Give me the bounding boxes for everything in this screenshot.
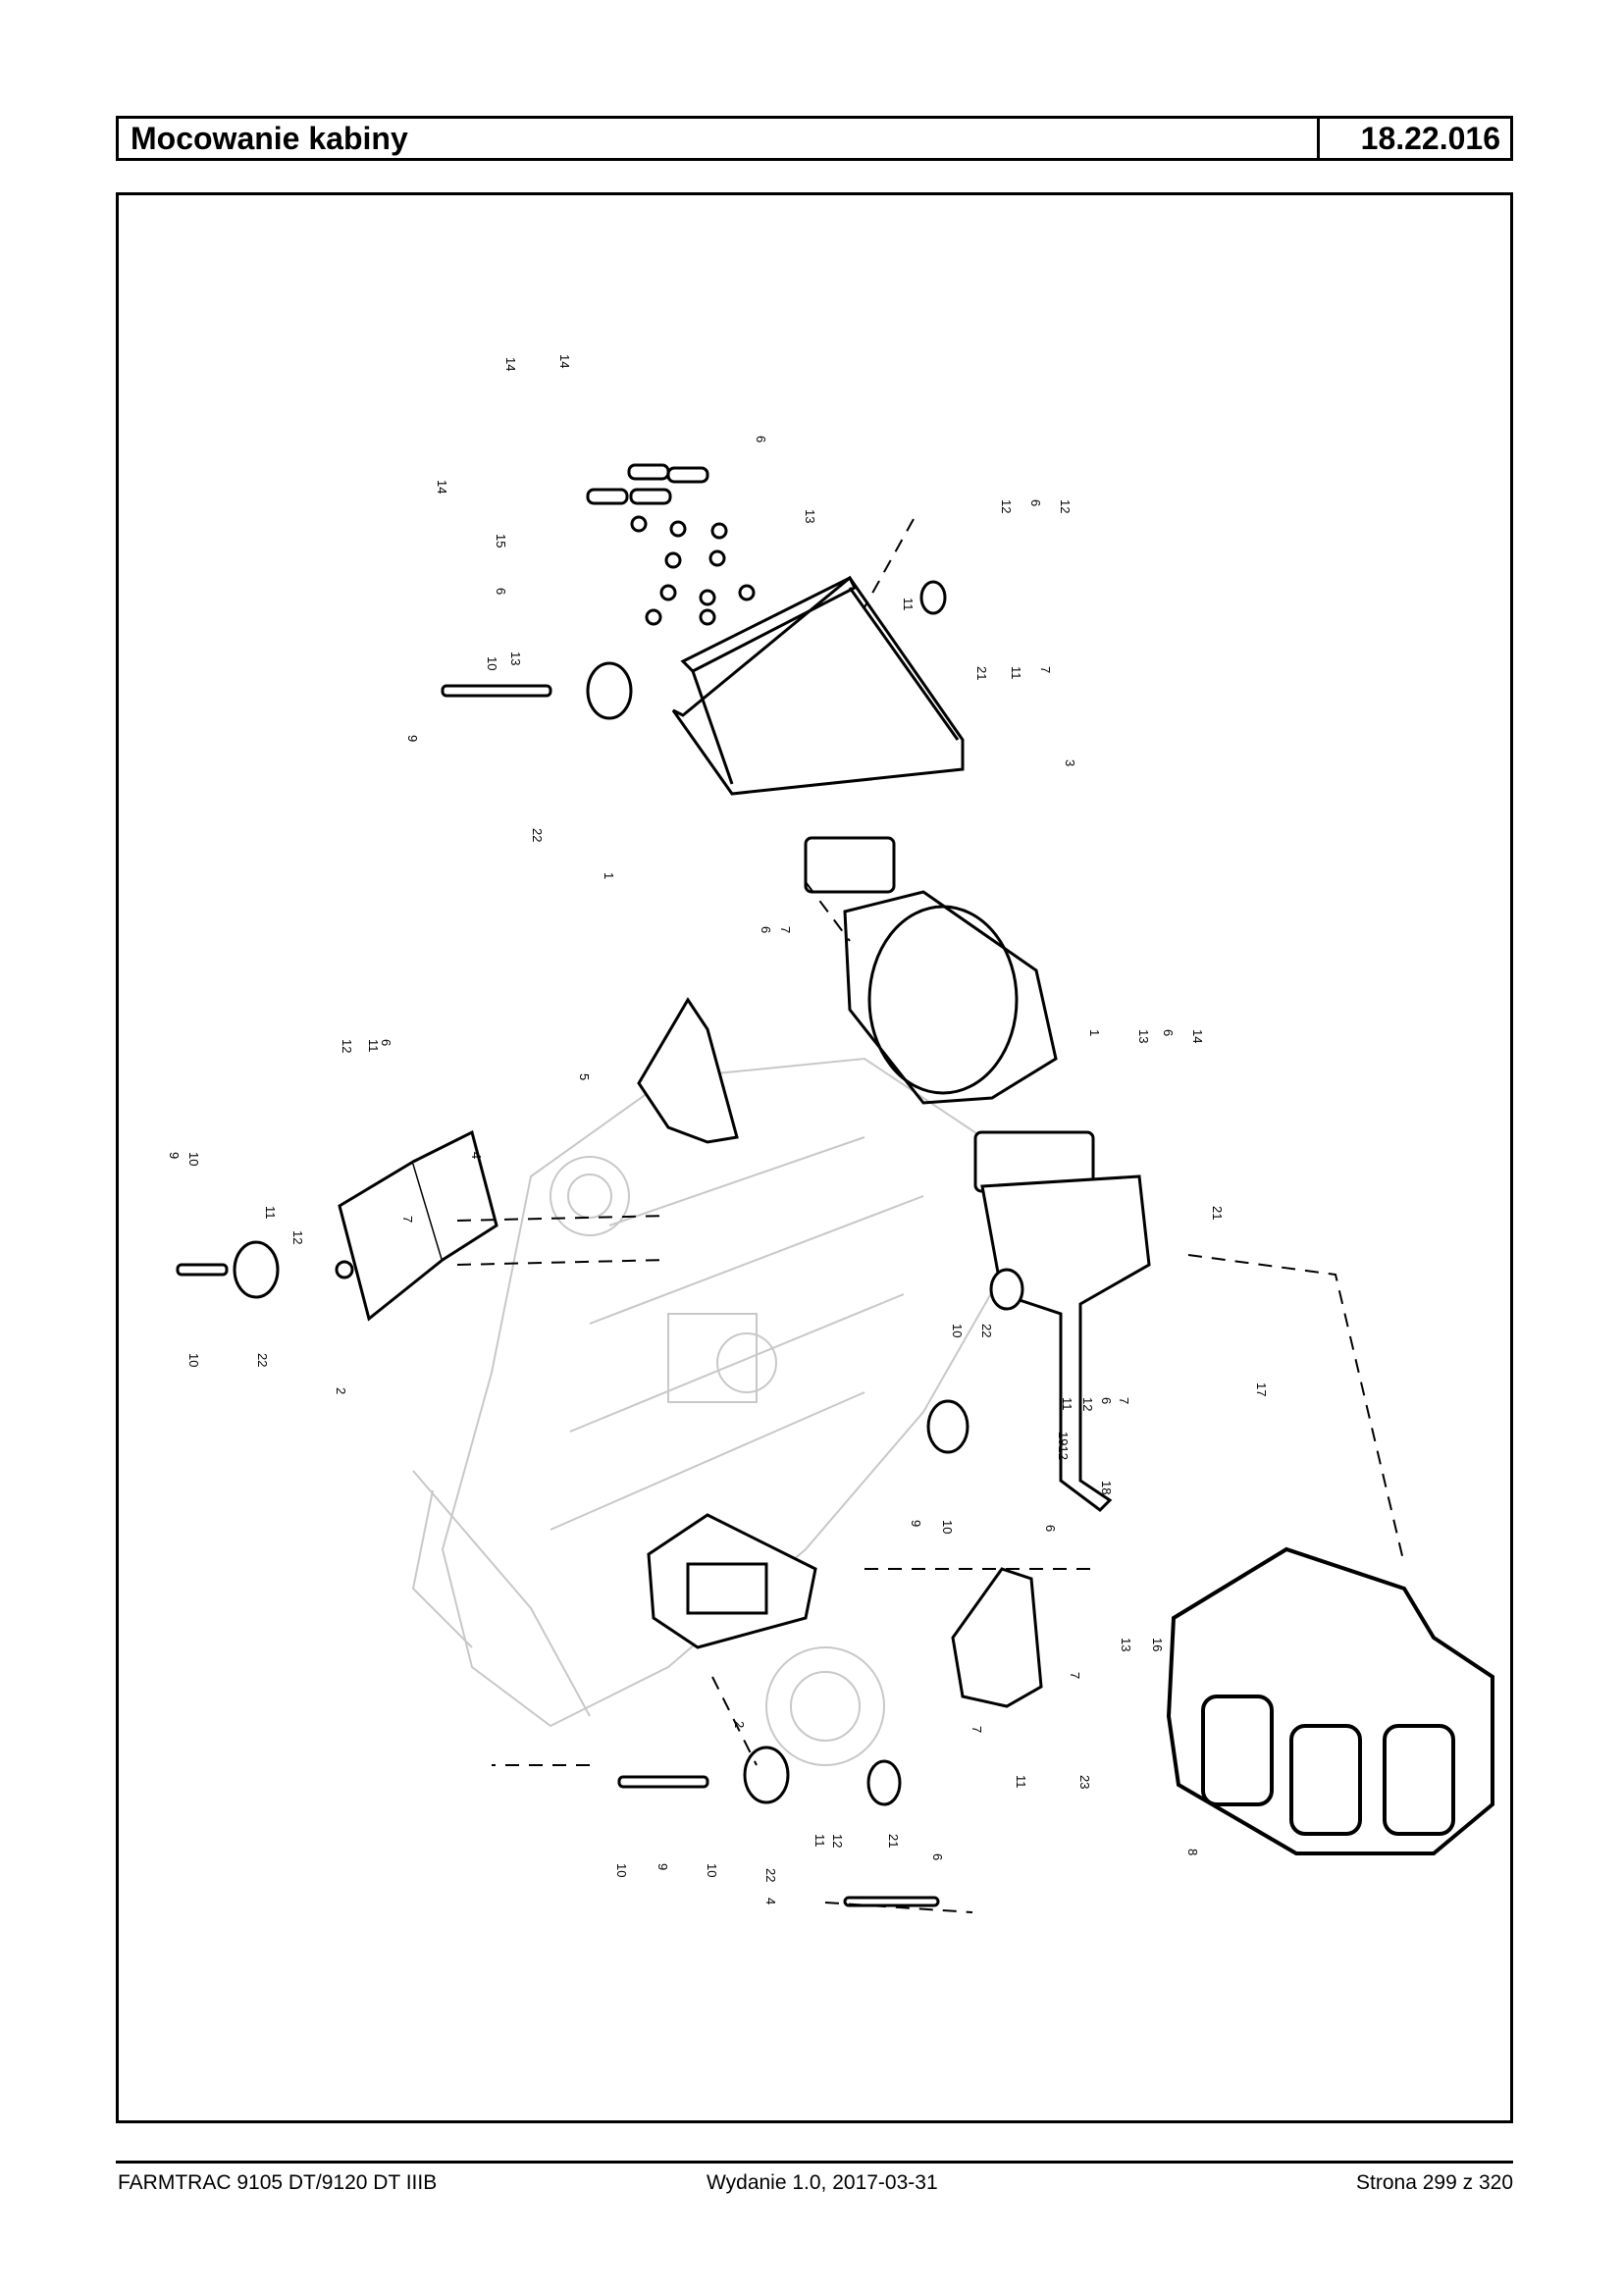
callout-label: 21 (886, 1834, 901, 1848)
callout-label: 7 (1038, 666, 1053, 673)
mount-22-top (441, 580, 947, 720)
section-code: 18.22.016 (1360, 121, 1500, 156)
callout-label: 6 (1028, 499, 1043, 506)
callout-label: 11 (263, 1206, 278, 1220)
callout-label: 14 (1190, 1029, 1205, 1043)
callout-label: 6 (379, 1039, 393, 1046)
callout-label: 6 (1161, 1029, 1176, 1036)
part-3-bracket (671, 575, 965, 796)
callout-label: 23 (1077, 1775, 1092, 1789)
callout-label: 13 (803, 509, 817, 523)
part-5-bracket (637, 997, 739, 1144)
callout-label: 9 (655, 1863, 670, 1870)
callout-label: 10 (186, 1152, 201, 1166)
callout-label: 5 (577, 1073, 592, 1080)
footer-model: FARMTRAC 9105 DT/9120 DT IIIB (118, 2171, 438, 2194)
callout-label: 6 (759, 926, 773, 933)
callout-label: 11 (1009, 666, 1023, 680)
footer-edition: Wydanie 1.0, 2017-03-31 (707, 2171, 938, 2194)
callout-label: 22 (255, 1353, 270, 1367)
callout-label: 11 (901, 598, 916, 611)
part-2-box-lower (647, 1513, 817, 1649)
callout-label: 9 (909, 1520, 923, 1527)
callout-label: 4 (469, 1152, 484, 1159)
callout-label: 12 (1080, 1397, 1095, 1411)
callout-label: 22 (763, 1868, 778, 1882)
callout-label: 1 (1087, 1029, 1102, 1036)
callout-label: 9 (167, 1152, 182, 1159)
callout-label: 10 (950, 1324, 965, 1337)
callout-label: 10 (186, 1353, 201, 1367)
callout-label: 11 (366, 1039, 381, 1053)
callout-label: 1912 (1056, 1432, 1071, 1460)
callout-label: 11 (812, 1834, 827, 1848)
callout-label: 7 (400, 1216, 415, 1223)
part-1-plates (804, 836, 1095, 1193)
callout-label: 11 (1060, 1397, 1074, 1411)
callout-label: 10 (940, 1520, 955, 1534)
callout-label: 14 (435, 480, 449, 494)
callout-label: 12 (999, 499, 1014, 513)
callout-label: 6 (494, 588, 508, 595)
footer-page-number: Strona 299 z 320 (1356, 2171, 1513, 2194)
callout-label: 7 (1068, 1672, 1082, 1679)
page-title: Mocowanie kabiny (119, 119, 1320, 158)
callout-label: 13 (508, 652, 523, 665)
callout-labels: 14 14 14 6 13 15 6 13 10 9 22 3 12 6 12 … (167, 354, 1269, 1904)
callout-label: 14 (503, 357, 518, 371)
part-23-bracket (951, 1567, 1043, 1708)
footer-divider (116, 2161, 1513, 2164)
background-transmission (411, 1057, 1004, 1766)
callout-label: 15 (494, 534, 508, 548)
callout-label: 21 (1210, 1206, 1225, 1220)
callout-label: 8 (1185, 1849, 1200, 1855)
callout-label: 14 (557, 354, 572, 368)
callout-label: 13 (1136, 1029, 1151, 1043)
callout-label: 10 (485, 656, 499, 670)
callout-label: 6 (930, 1853, 945, 1860)
part-8-cab (1166, 1546, 1494, 1855)
callout-label: 11 (1014, 1775, 1028, 1789)
bolt-group-14 (586, 463, 756, 626)
callout-label: 21 (974, 666, 989, 680)
callout-label: 2 (334, 1387, 348, 1394)
callout-label: 10 (614, 1863, 629, 1877)
callout-label: 7 (1117, 1397, 1131, 1404)
exploded-parts-diagram: 14 14 14 6 13 15 6 13 10 9 22 3 12 6 12 … (167, 354, 1494, 1913)
mount-22-lower (617, 1746, 940, 1907)
callout-label: 17 (1254, 1382, 1269, 1396)
callout-label: 9 (405, 735, 420, 742)
callout-label: 6 (1099, 1397, 1114, 1404)
callout-label: 6 (754, 436, 768, 443)
callout-label: 18 (1099, 1481, 1114, 1494)
callout-label: 12 (830, 1834, 845, 1848)
exploded-diagram-frame: 14 14 14 6 13 15 6 13 10 9 22 3 12 6 12 … (116, 192, 1513, 2123)
bell-housing (843, 890, 1058, 1105)
callout-label: 22 (530, 828, 545, 842)
callout-label: 7 (969, 1726, 984, 1733)
part-2-box-left (176, 1129, 498, 1322)
callout-label: 12 (340, 1039, 354, 1053)
callout-label: 12 (1058, 499, 1073, 513)
page-header: Mocowanie kabiny 18.22.016 (116, 116, 1513, 161)
callout-label: 12 (290, 1230, 305, 1244)
assembly-dash-lines (456, 518, 1405, 1913)
callout-label: 13 (1119, 1638, 1133, 1651)
callout-label: 7 (778, 926, 793, 933)
callout-label: 6 (1043, 1525, 1058, 1532)
callout-label: 4 (763, 1898, 778, 1904)
callout-label: 16 (1150, 1638, 1165, 1651)
callout-label: 3 (1063, 759, 1077, 766)
callout-label: 1 (602, 872, 616, 879)
part-17-lever (926, 1174, 1151, 1512)
callout-label: 2 (732, 1721, 747, 1728)
callout-label: 22 (979, 1324, 994, 1337)
callout-label: 10 (705, 1863, 719, 1877)
